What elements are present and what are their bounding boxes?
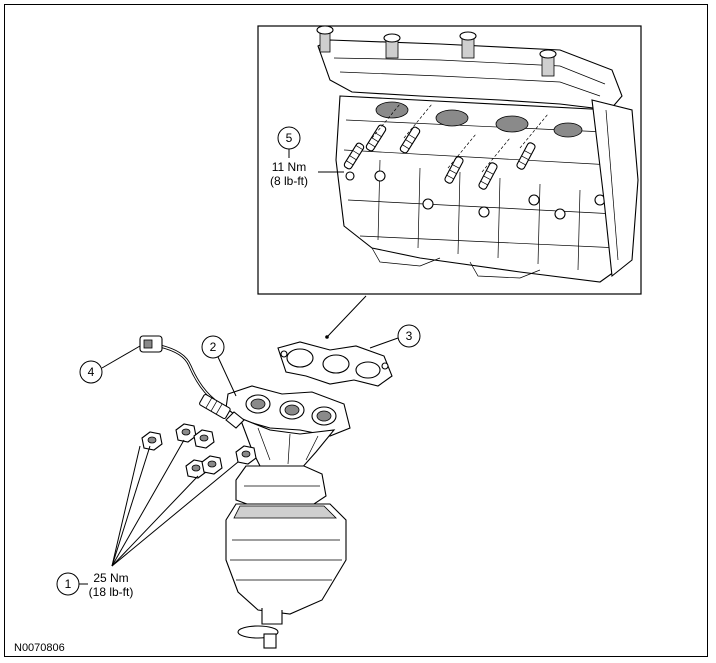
nut — [193, 429, 215, 449]
callout-5-torque-lbft: (8 lb-ft) — [270, 174, 308, 188]
figure-id: N0070806 — [14, 642, 65, 654]
callout-3: 3 — [369, 324, 421, 349]
inset-leader-line — [327, 295, 367, 337]
nut — [175, 423, 197, 443]
heated-oxygen-sensor — [139, 335, 231, 420]
callout-3-circle — [397, 324, 421, 348]
callout-1: 1 25 Nm (18 lb-ft) — [56, 571, 134, 599]
callout-4-circle — [79, 360, 103, 384]
callout-4: 4 — [79, 345, 141, 384]
engine-inset: 5 11 Nm (8 lb-ft) — [257, 25, 642, 295]
stud — [399, 126, 421, 154]
exhaust-manifold-nuts — [141, 423, 257, 479]
exhaust-manifold-gasket — [277, 341, 393, 387]
callout-2: 2 — [201, 335, 237, 397]
nut — [201, 455, 223, 475]
stud — [343, 142, 365, 170]
callout-1-leaders — [111, 439, 239, 567]
callout-5-torque-nm: 11 Nm — [272, 160, 306, 174]
callout-4-number: 4 — [88, 365, 95, 379]
stud — [444, 156, 464, 184]
stud — [478, 162, 498, 190]
nut — [185, 459, 207, 479]
nut — [235, 445, 257, 465]
callout-5: 5 11 Nm (8 lb-ft) — [270, 126, 344, 188]
callout-1-torque-nm: 25 Nm — [93, 571, 128, 585]
callout-1-number: 1 — [65, 577, 72, 591]
callout-5-number: 5 — [286, 131, 293, 145]
callout-2-number: 2 — [210, 340, 217, 354]
exhaust-manifold-studs — [343, 124, 536, 190]
callout-2-circle — [201, 335, 225, 359]
nut — [141, 431, 163, 451]
callout-1-torque-lbft: (18 lb-ft) — [89, 585, 134, 599]
exhaust-manifold-catalytic-converter — [225, 385, 351, 649]
stud — [516, 142, 536, 170]
stud — [365, 124, 387, 152]
callout-3-number: 3 — [406, 329, 413, 343]
